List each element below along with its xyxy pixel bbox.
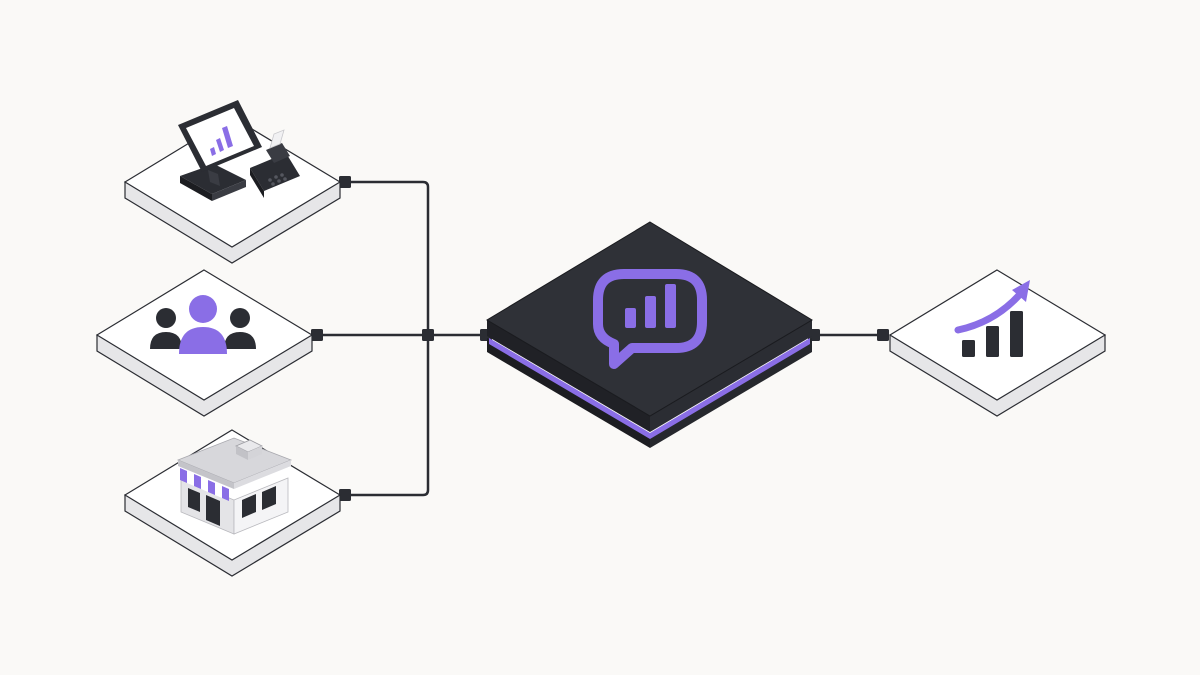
people-group-icon — [150, 295, 256, 354]
tile-pos — [123, 100, 342, 264]
node-pos — [339, 176, 351, 188]
hub-platform — [486, 221, 813, 448]
node-junction — [422, 329, 434, 341]
chat-analytics-logo-icon — [593, 269, 707, 369]
tile-store — [123, 429, 342, 577]
connector-pos — [345, 180, 430, 497]
tile-growth — [888, 269, 1107, 417]
storefront-icon — [176, 437, 293, 535]
node-store — [339, 489, 351, 501]
pos-terminal-icon — [178, 100, 300, 201]
growth-chart-icon — [954, 280, 1030, 357]
tile-customers — [95, 269, 314, 417]
node-output — [877, 329, 889, 341]
node-customers — [311, 329, 323, 341]
